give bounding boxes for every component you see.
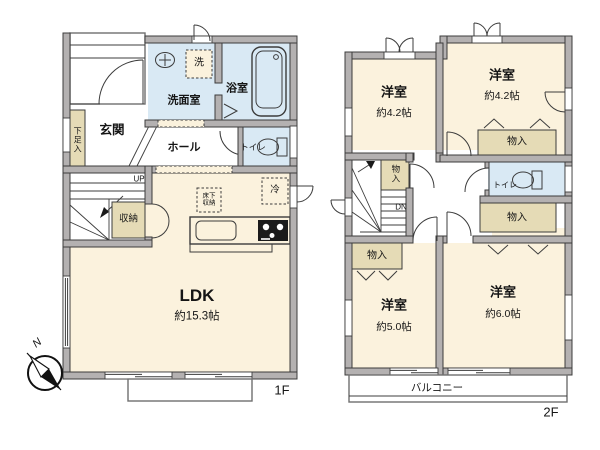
1f-room-toilet (242, 127, 290, 168)
door-arcs-2f (409, 131, 490, 242)
room-size-2f-nw: 約4.2帖 (376, 106, 412, 119)
room-label-storage: 収納 (118, 213, 139, 225)
room-size-ldk: 約15.3帖 (174, 310, 220, 323)
toilet-icon-2f (512, 170, 543, 190)
room-label-washroom: 洗面室 (167, 94, 201, 107)
room-label-2f-sw: 洋室 (380, 297, 408, 313)
stairs-1f-arrow (100, 207, 109, 218)
closet-label-ne: 物入 (507, 136, 527, 148)
toilet-icon-1f (257, 137, 288, 157)
2f-closet-ne (477, 129, 557, 156)
kitchen-back-door-arc (289, 185, 314, 209)
casement-windows-2f (383, 22, 503, 60)
room-size-2f-sw: 約5.0帖 (376, 320, 412, 333)
stove-icon (258, 220, 288, 241)
closet-label-stair: 物入 (390, 164, 401, 184)
room-label-toilet-1f: トイレ (240, 142, 266, 153)
2f-room-se (440, 228, 568, 372)
compass-north-label: N (30, 336, 44, 350)
label-stairs-up: UP (133, 174, 145, 184)
2f-closet-stair (380, 157, 410, 191)
room-label-entrance: 玄関 (99, 122, 125, 137)
washbasin-icon (155, 52, 175, 68)
sliding-door-strips (155, 119, 233, 174)
closet-label-east: 物入 (507, 212, 527, 224)
compass-needle-south (41, 369, 61, 390)
closet-label-west: 物入 (367, 250, 387, 262)
label-stairs-dn: DN (395, 202, 407, 212)
room-size-2f-ne: 約4.2帖 (484, 89, 520, 102)
floor-label-1f: 1F (274, 382, 290, 398)
entrance-porch (69, 32, 146, 105)
kitchen-sink-icon (195, 220, 237, 241)
1f-storage-box (111, 201, 146, 239)
1f-room-bathroom (218, 40, 290, 122)
compass-rose: N (26, 336, 63, 391)
floor-plan-2f (330, 22, 573, 403)
room-label-shoe-cabinet: 下足入 (73, 126, 83, 154)
terrace (127, 378, 253, 402)
genkan-step-lines (127, 123, 158, 171)
kitchen-counter (189, 216, 291, 253)
label-underfloor-storage: 床下収納 (202, 192, 216, 207)
label-refrigerator: 冷 (270, 184, 280, 196)
label-balcony: バルコニー (410, 381, 464, 394)
2f-room-toilet (488, 162, 565, 196)
1f-room-ldk (63, 166, 297, 379)
floor-plan-1f (62, 24, 314, 402)
2f-closet-east (479, 202, 557, 233)
entrance-door-arc (70, 59, 144, 105)
stairs-2f-arrow (366, 161, 375, 169)
2f-hall (406, 150, 492, 243)
room-label-2f-ne: 洋室 (488, 67, 516, 83)
bath-door-mark (223, 103, 239, 119)
washroom-casement-window (191, 24, 213, 44)
underfloor-storage-box (196, 187, 222, 213)
room-label-hall: ホール (167, 141, 201, 154)
2f-closet-west (351, 242, 403, 270)
washer-space-box (185, 49, 213, 79)
stairs-2f (351, 158, 409, 233)
room-label-bathroom: 浴室 (226, 82, 248, 95)
room-label-2f-nw: 洋室 (380, 84, 408, 100)
room-label-2f-se: 洋室 (489, 284, 517, 300)
bathtub-icon (251, 46, 287, 117)
room-label-toilet-2f: トイレ (493, 180, 517, 190)
balcony (348, 374, 568, 403)
room-size-2f-se: 約6.0帖 (485, 307, 521, 320)
closet-door-marks (356, 118, 551, 281)
storage-double-door-arcs (151, 203, 170, 239)
label-washer: 洗 (194, 57, 204, 69)
refrigerator-box (261, 177, 289, 205)
floor-label-2f: 2F (543, 404, 559, 420)
room-label-ldk: LDK (179, 286, 215, 306)
2f-room-nw (348, 55, 440, 158)
counter-front (189, 243, 273, 253)
